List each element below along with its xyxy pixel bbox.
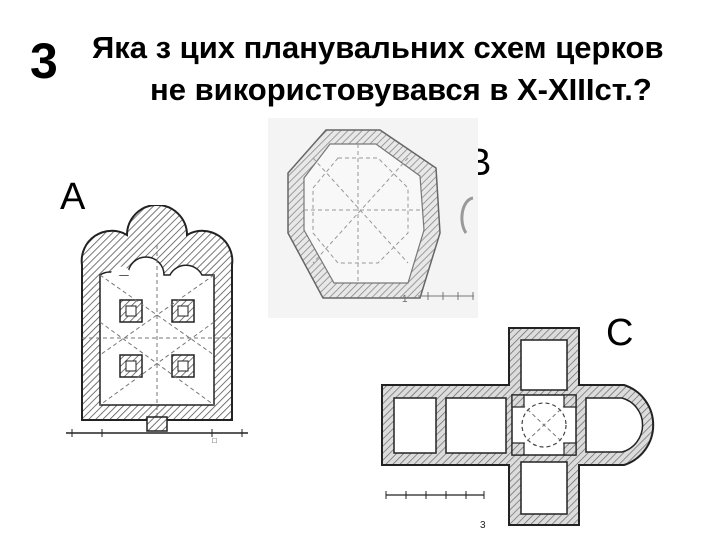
question-text-line-1: Яка з цих планувальних схем церков — [92, 30, 664, 65]
plan-c-number: 3 — [480, 520, 486, 531]
question-text-line-2: не використовувався в Х-ХІІІст.? — [150, 72, 652, 107]
option-label-c: C — [606, 312, 634, 354]
option-label-a: A — [60, 176, 86, 218]
church-plan-c[interactable]: 3 — [374, 320, 692, 535]
church-plan-b[interactable]: 1 — [268, 118, 478, 318]
svg-text:□: □ — [212, 436, 217, 445]
plan-b-scale-label: 1 — [402, 294, 408, 305]
question-number: 3 — [30, 33, 58, 89]
church-plan-a[interactable]: □ — [62, 205, 252, 445]
